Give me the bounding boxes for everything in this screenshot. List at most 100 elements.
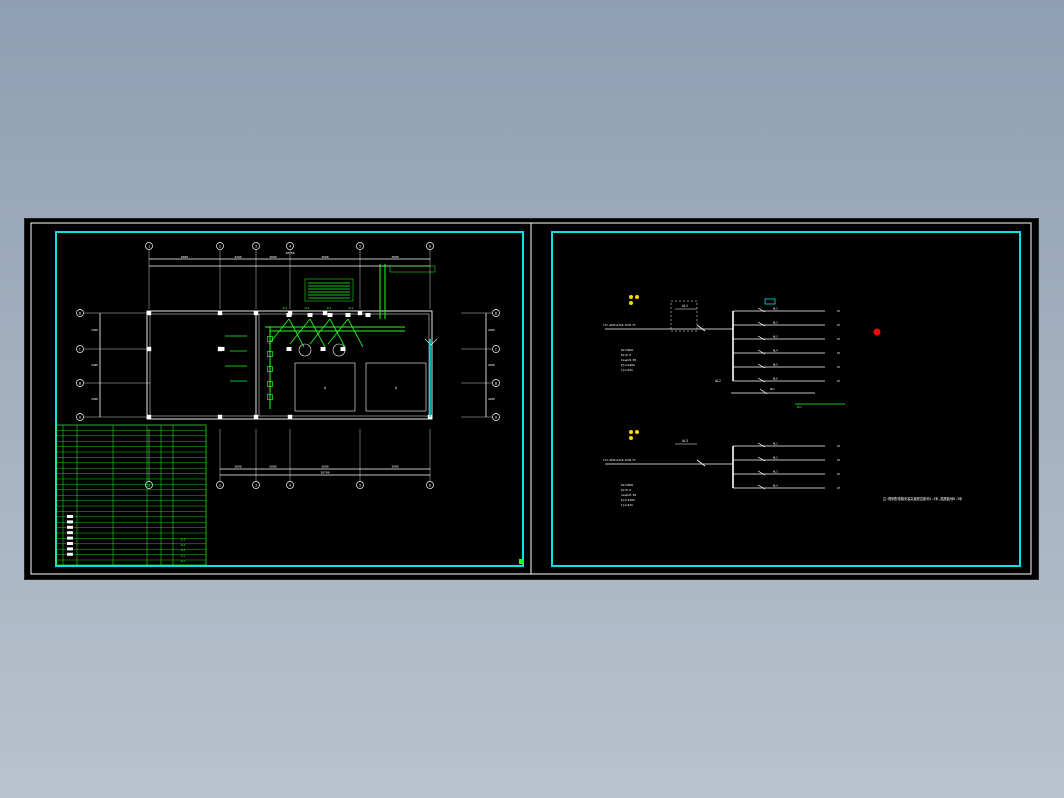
branch-breaker [757,470,766,476]
column [217,310,223,316]
branch-phase: 1P [837,444,841,448]
axis-bubble-top [286,242,294,250]
axis-label-top: 5 [359,244,361,248]
distribution-system-diagram: AL1YJV-4X25+1X16-SC50-FCPe=30kWKx=0.8Cos… [603,295,963,507]
axis-label-left: C [79,347,81,351]
axis-bubble-bottom [216,481,224,489]
axis-bubble-left [76,413,84,421]
branch-breaker [757,363,766,369]
room-label: A [324,386,327,390]
axis-bubble-bottom [356,481,364,489]
axis-label-top: 4 [289,244,291,248]
axis-bubble-bottom [145,481,153,489]
wiring-branch [347,318,364,348]
dimension-text-top: 3000 [269,255,276,259]
axis-label-right: D [495,311,497,315]
system-label: AL2 [715,379,721,383]
load-parameter: Kx=0.8 [621,488,631,492]
indicator-lamp [629,430,633,434]
axis-bubble-left [76,379,84,387]
indicator-lamp [629,301,633,305]
load-parameter: Cosφ=0.85 [621,493,636,497]
branch-label: WL3 [773,470,778,474]
axis-label-right: C [495,347,497,351]
indicator-lamp [629,436,633,440]
legend-symbol [67,552,73,556]
light-fixture [219,347,225,351]
axis-bubble-top [426,242,434,250]
feeder-label: YJV-4X25+1X16-SC50-FC [603,323,636,327]
branch-label: WL2 [797,405,802,409]
branch-phase: 1P [837,351,841,355]
red-marker [873,328,881,336]
panel-tag: AL3 [327,306,332,310]
axis-label-left: B [79,381,81,385]
light-fixture [365,313,371,317]
dimension-text-bottom: 3600 [234,465,241,469]
load-parameter: Kx=0.8 [621,353,631,357]
switch-symbol [267,336,273,342]
axis-label-bottom: 1 [148,483,150,487]
panel-tag: AL4 [349,306,354,310]
axis-bubble-right [492,345,500,353]
legend-entry: AL5 [181,538,186,541]
dimension-text-bottom: 6000 [269,465,276,469]
system-label: AL1 [682,304,688,308]
branch-phase: 1P [837,486,841,490]
dimension-text-top: 3600 [321,255,328,259]
branch-breaker [757,335,766,341]
branch-phase: 1P [837,365,841,369]
door-swing [424,338,438,346]
panel-tag: AL1 [283,306,288,310]
light-fixture [307,313,313,317]
axis-label-top: 3 [255,244,257,248]
legend-entry: AL2 [181,555,186,558]
load-parameter: Pe=30kW [621,348,633,352]
dimension-text-top: 4200 [234,255,241,259]
axis-label-right: A [495,415,498,419]
dimension-total-text-top: 20700 [285,251,294,255]
load-parameter: Ijs=43A [621,368,633,372]
fixture-circle [298,343,312,357]
switch-symbol [267,394,273,400]
axis-label-right: B [495,381,497,385]
axis-label-left: D [79,311,81,315]
dimension-text-top: 3900 [391,255,398,259]
dimension-text-right: 2400 [488,397,495,401]
feeder-label: YJV-4X25+1X16-SC50-FC [603,458,636,462]
panel-tag: AL2 [305,306,310,310]
axis-bubble-right [492,379,500,387]
dimension-text-top: 6000 [181,255,188,259]
branch-label: WL4 [773,484,778,488]
drawing-note: 注:照明配电箱安装高度底边距地1.5米,插座距地0.3米 [883,496,963,501]
axis-label-bottom: 2 [219,483,221,487]
branch-label: WL6 [773,377,778,381]
load-parameter: Cosφ=0.85 [621,358,636,362]
axis-bubble-bottom [252,481,260,489]
axis-label-left: A [79,415,82,419]
branch-phase: 1P [837,309,841,313]
indicator-lamp [629,295,633,299]
annotation-block [389,265,436,273]
axis-label-top: 2 [219,244,221,248]
axis-bubble-right [492,309,500,317]
axis-bubble-bottom [286,481,294,489]
branch-phase: 1P [837,472,841,476]
legend-symbol [67,531,73,535]
equipment-room [365,362,427,412]
axis-bubble-left [76,309,84,317]
load-parameter: Pjs=24kW [621,498,635,502]
axis-bubble-top [145,242,153,250]
axis-bubble-bottom [426,481,434,489]
branch-breaker [757,484,766,490]
column [146,346,152,352]
dimension-total-text-bottom: 20700 [320,471,329,475]
column [322,310,328,316]
load-parameter: Pjs=24kW [621,363,635,367]
branch-phase: 1P [837,458,841,462]
axis-bubble-top [216,242,224,250]
branch-label: WL1 [773,442,778,446]
wiring-branch [309,318,326,348]
branch-phase: 1P [837,337,841,341]
branch-label: WL1 [770,387,775,391]
